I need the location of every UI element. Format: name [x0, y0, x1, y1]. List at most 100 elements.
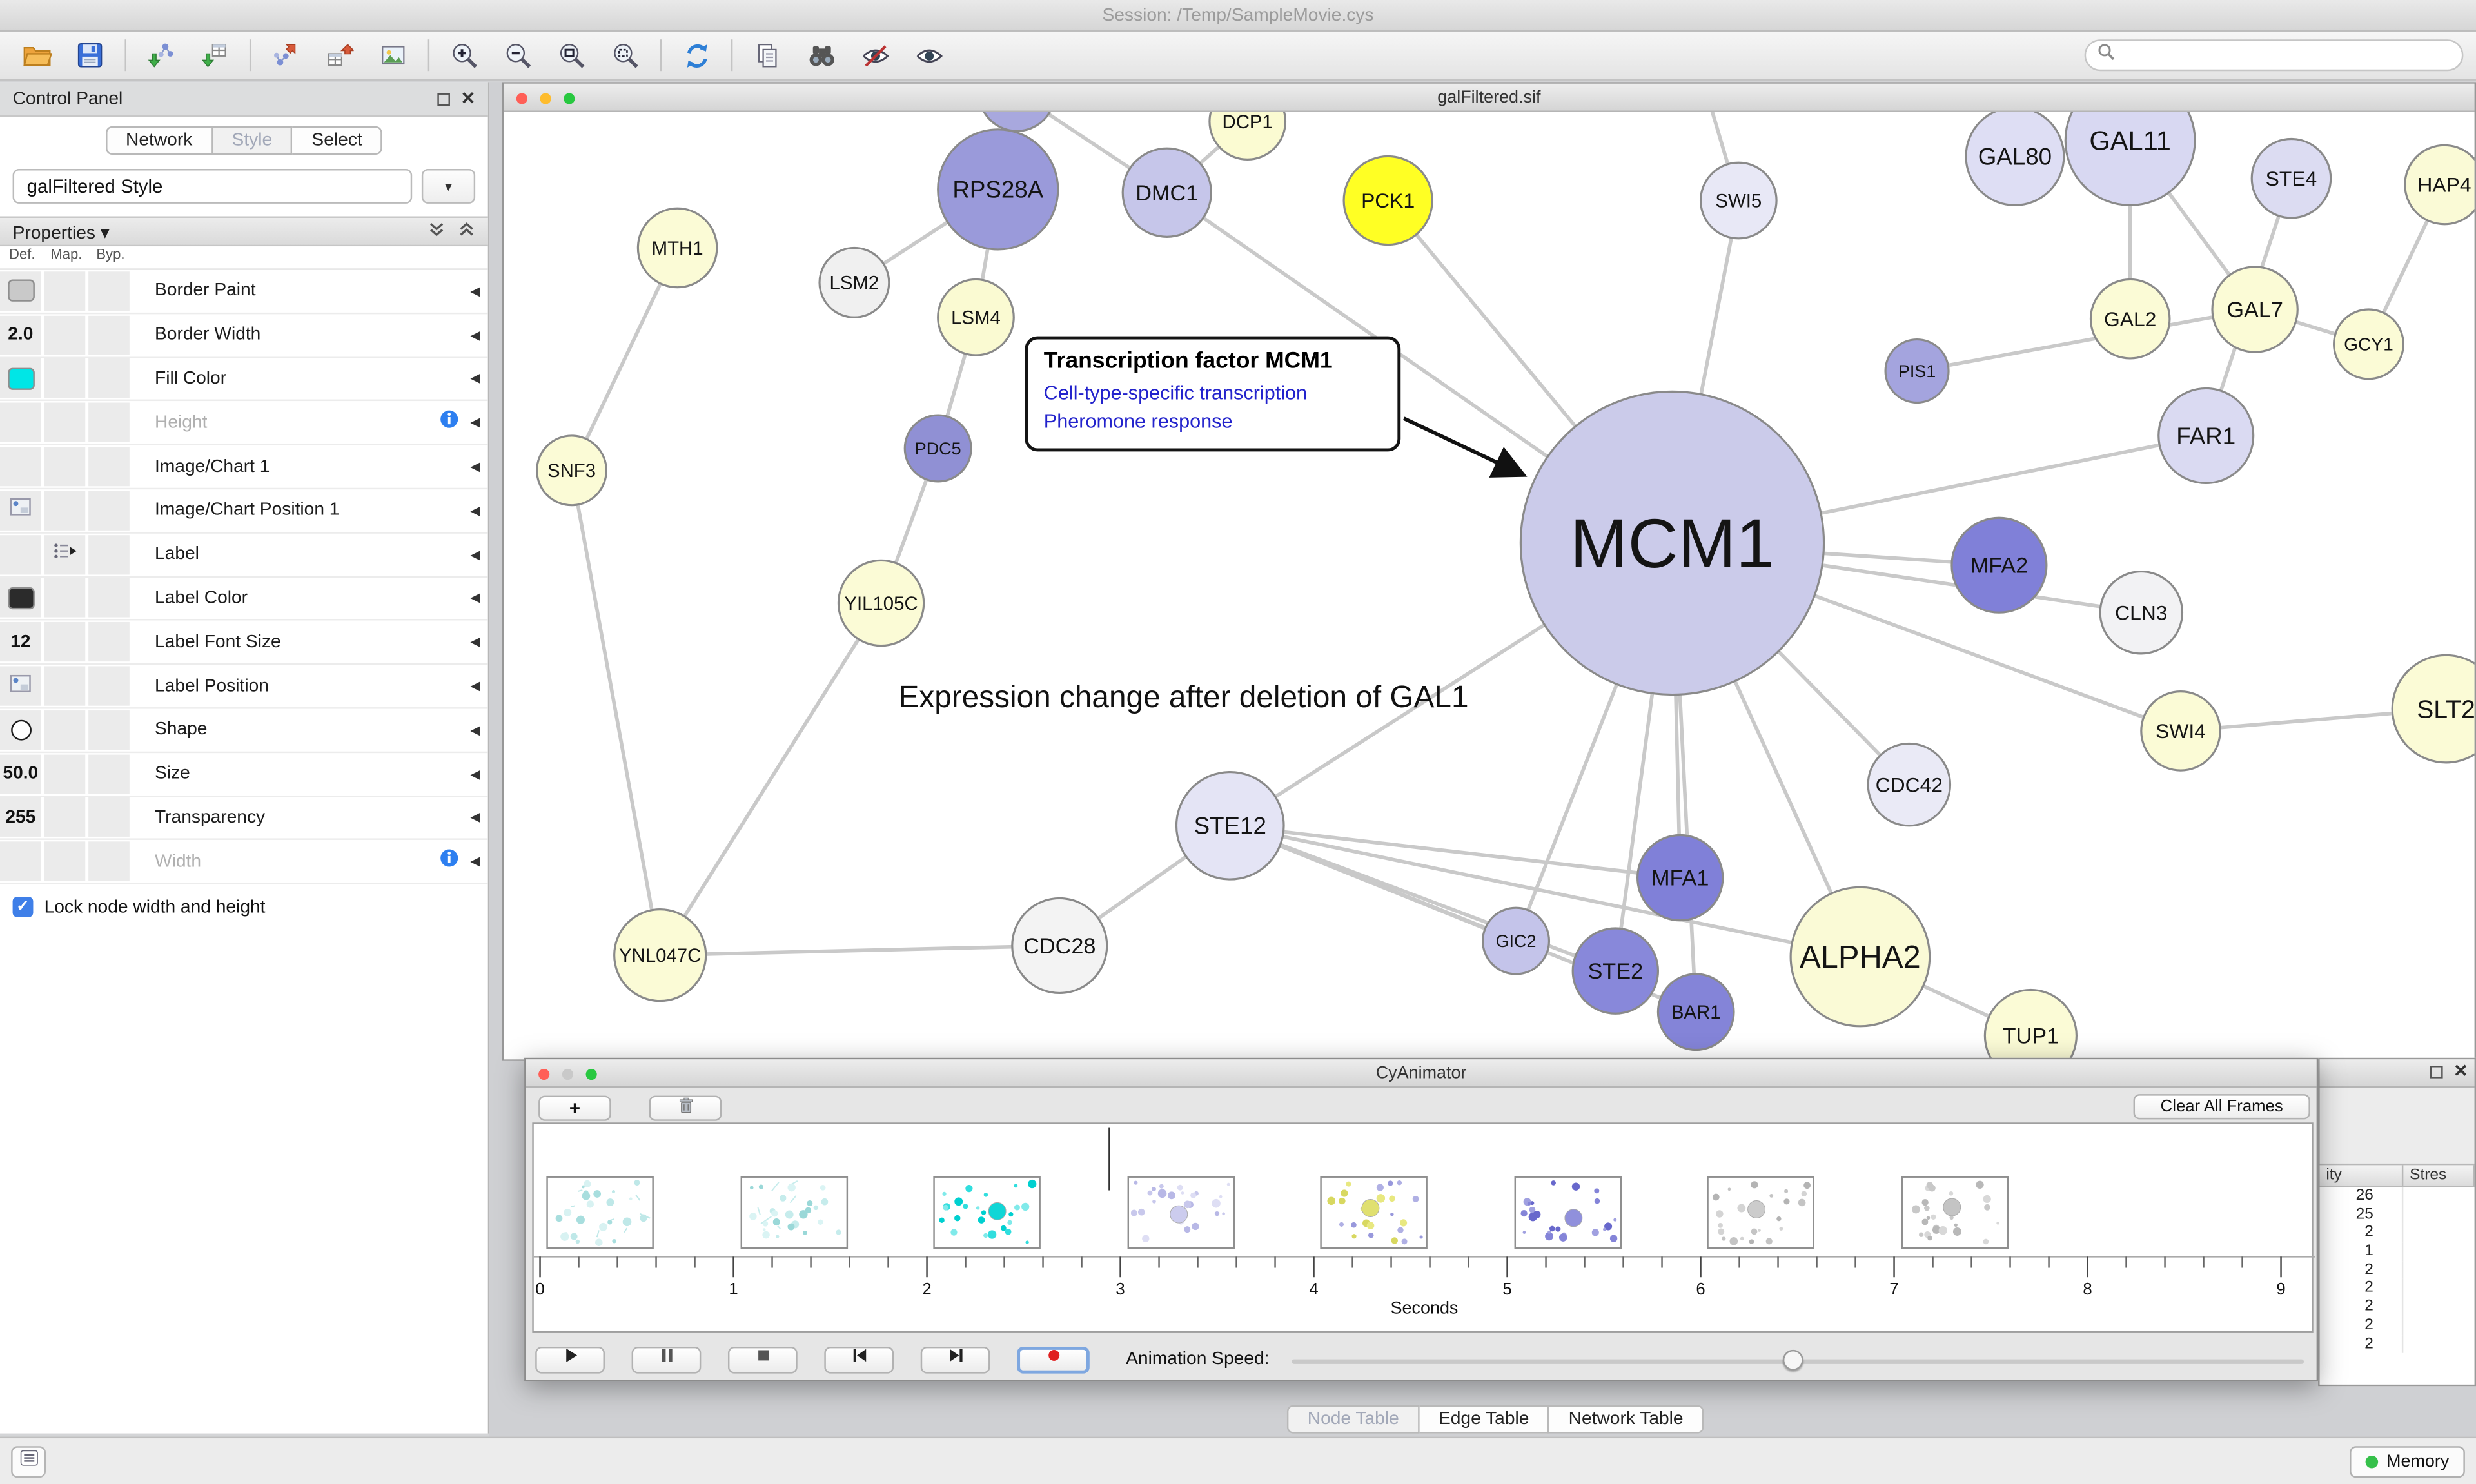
map-cell[interactable] [44, 666, 86, 706]
record-button[interactable] [1017, 1345, 1090, 1373]
style-options-button[interactable]: ▾ [421, 169, 476, 204]
node-GIC2[interactable]: GIC2 [1482, 906, 1551, 975]
expand-row-icon[interactable]: ◀ [470, 591, 480, 606]
def-cell[interactable]: 255 [0, 797, 41, 838]
expand-all-icon[interactable] [428, 220, 446, 242]
def-cell[interactable] [0, 710, 41, 750]
tab-select[interactable]: Select [293, 126, 383, 155]
expand-row-icon[interactable]: ◀ [470, 459, 480, 474]
node-LSM2[interactable]: LSM2 [818, 246, 890, 318]
results-row[interactable]: 2 [2320, 1316, 2475, 1335]
edge-STE12-MFA1[interactable] [1230, 824, 1681, 880]
cyanimator-titlebar[interactable]: CyAnimator [526, 1059, 2317, 1088]
expand-row-icon[interactable]: ◀ [470, 810, 480, 825]
annotation-box[interactable]: Transcription factor MCM1 Cell-type-spec… [1025, 336, 1401, 453]
node-CDC42[interactable]: CDC42 [1867, 742, 1952, 827]
expand-row-icon[interactable]: ◀ [470, 327, 480, 342]
results-column-stres[interactable]: Stres [2403, 1165, 2475, 1186]
timeline-frame-7[interactable] [1707, 1176, 1814, 1249]
byp-cell[interactable] [88, 447, 130, 487]
close-window-icon[interactable] [538, 1068, 550, 1079]
property-row-image-chart-1[interactable]: Image/Chart 1◀ [0, 445, 488, 490]
apply-layout-button[interactable] [674, 35, 719, 76]
node-MFA2[interactable]: MFA2 [1950, 516, 2048, 614]
byp-cell[interactable] [88, 754, 130, 794]
close-results-icon[interactable]: ✕ [2453, 1062, 2468, 1082]
byp-cell[interactable] [88, 315, 130, 355]
export-image-button[interactable] [371, 35, 416, 76]
close-panel-icon[interactable]: ✕ [460, 89, 476, 108]
expand-row-icon[interactable]: ◀ [470, 371, 480, 386]
node-CLN3[interactable]: CLN3 [2099, 570, 2184, 655]
tab-network[interactable]: Network [105, 126, 213, 155]
def-cell[interactable] [0, 491, 41, 531]
edge-PIS1-GAL7[interactable] [1916, 308, 2255, 373]
delete-frame-button[interactable] [649, 1095, 722, 1121]
node-CDC28[interactable]: CDC28 [1011, 897, 1108, 995]
property-row-width[interactable]: Width◀ [0, 841, 488, 884]
info-icon[interactable] [439, 409, 460, 437]
node-GAL80[interactable]: GAL80 [1965, 112, 2065, 206]
collapse-all-icon[interactable] [458, 220, 475, 242]
def-cell[interactable] [0, 403, 41, 443]
timeline-frame-2[interactable] [740, 1176, 847, 1249]
stop-button[interactable] [727, 1345, 798, 1373]
node-MFA1[interactable]: MFA1 [1636, 834, 1724, 922]
node-SNF3[interactable]: SNF3 [536, 434, 608, 507]
def-cell[interactable] [0, 359, 41, 399]
close-window-icon[interactable] [516, 92, 527, 104]
minimize-window-icon[interactable] [540, 92, 551, 104]
node-unlabeled[interactable] [979, 112, 1055, 132]
pause-button[interactable] [631, 1345, 702, 1373]
style-selector[interactable]: galFiltered Style [12, 169, 413, 204]
expand-row-icon[interactable]: ◀ [470, 284, 480, 298]
node-FAR1[interactable]: FAR1 [2157, 387, 2255, 484]
float-window-icon[interactable] [437, 92, 450, 105]
node-YIL105C[interactable]: YIL105C [837, 559, 925, 647]
memory-button[interactable]: Memory [2350, 1446, 2465, 1478]
map-cell[interactable] [44, 447, 86, 487]
clear-all-frames-button[interactable]: Clear All Frames [2133, 1094, 2310, 1120]
def-cell[interactable] [0, 841, 41, 882]
results-row[interactable]: 26 [2320, 1187, 2475, 1206]
import-network-button[interactable] [139, 35, 184, 76]
lock-size-row[interactable]: ✓ Lock node width and height [0, 884, 488, 918]
results-column-ity[interactable]: ity [2320, 1165, 2404, 1186]
results-row[interactable]: 2 [2320, 1224, 2475, 1243]
first-neighbors-button[interactable] [799, 35, 843, 76]
property-row-label[interactable]: Label◀ [0, 533, 488, 578]
map-cell[interactable] [44, 622, 86, 662]
def-cell[interactable]: 50.0 [0, 754, 41, 794]
property-row-shape[interactable]: Shape◀ [0, 709, 488, 753]
zoom-selected-button[interactable] [604, 35, 648, 76]
zoom-window-icon[interactable] [585, 1068, 597, 1079]
byp-cell[interactable] [88, 271, 130, 311]
play-button[interactable] [535, 1345, 605, 1373]
node-STE2[interactable]: STE2 [1571, 927, 1660, 1015]
timeline-frame-3[interactable] [933, 1176, 1041, 1249]
add-frame-button[interactable]: + [538, 1095, 611, 1121]
node-HAP4[interactable]: HAP4 [2404, 144, 2475, 226]
edge-YIL105C-YNL047C[interactable] [658, 602, 883, 957]
expand-row-icon[interactable]: ◀ [470, 766, 480, 781]
open-session-button[interactable] [14, 35, 59, 76]
node-GCY1[interactable]: GCY1 [2333, 308, 2404, 380]
expand-row-icon[interactable]: ◀ [470, 547, 480, 562]
node-BAR1[interactable]: BAR1 [1656, 973, 1735, 1051]
results-row[interactable]: 1 [2320, 1242, 2475, 1262]
byp-cell[interactable] [88, 797, 130, 838]
zoom-fit-button[interactable] [549, 35, 594, 76]
animation-speed-slider[interactable] [1291, 1346, 2304, 1373]
node-TUP1[interactable]: TUP1 [1983, 988, 2078, 1060]
node-GAL2[interactable]: GAL2 [2089, 278, 2171, 360]
node-STE12[interactable]: STE12 [1175, 770, 1285, 881]
playhead[interactable] [1108, 1127, 1110, 1191]
def-cell[interactable] [0, 578, 41, 618]
expand-row-icon[interactable]: ◀ [470, 723, 480, 737]
map-cell[interactable] [44, 359, 86, 399]
node-DMC1[interactable]: DMC1 [1121, 147, 1212, 238]
byp-cell[interactable] [88, 359, 130, 399]
show-all-button[interactable] [907, 35, 951, 76]
